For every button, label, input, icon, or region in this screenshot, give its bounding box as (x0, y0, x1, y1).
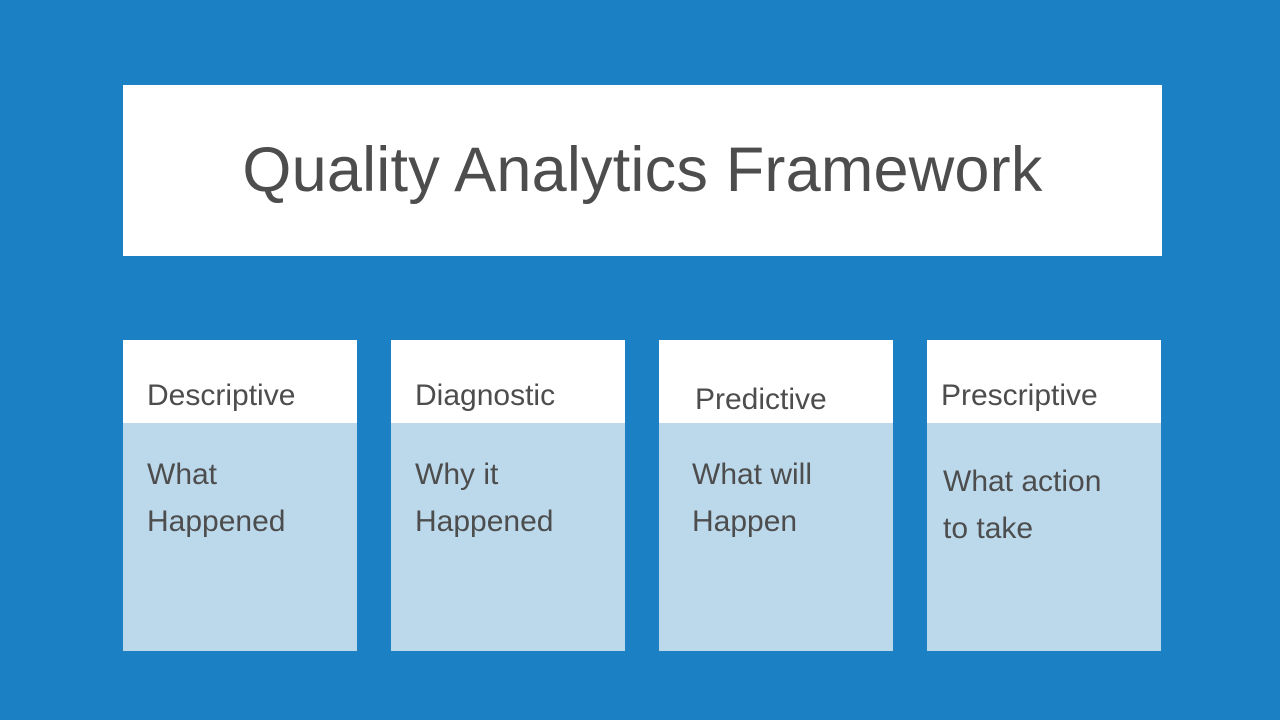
card-description-line-2: Happened (147, 505, 286, 538)
card-title-descriptive: Descriptive (147, 379, 296, 412)
card-header-descriptive: Descriptive (123, 340, 357, 423)
card-title-predictive: Predictive (695, 383, 827, 416)
title-banner: Quality Analytics Framework (123, 85, 1162, 256)
card-description-line-1: Why it (415, 458, 499, 491)
card-header-diagnostic: Diagnostic (391, 340, 625, 423)
card-header-predictive: Predictive (659, 340, 893, 423)
card-description-line-1: What action (943, 465, 1102, 498)
card-body-descriptive: What Happened (123, 423, 357, 651)
analytics-card-row: Descriptive What Happened Diagnostic Why… (123, 340, 1162, 651)
card-header-prescriptive: Prescriptive (927, 340, 1161, 423)
card-description-line-1: What will (692, 458, 813, 491)
card-description-diagnostic: Why it Happened (415, 451, 553, 545)
card-description-line-1: What (147, 458, 218, 491)
card-description-line-2: Happened (415, 505, 554, 538)
card-title-prescriptive: Prescriptive (941, 379, 1098, 412)
card-title-diagnostic: Diagnostic (415, 379, 556, 412)
card-predictive[interactable]: Predictive What will Happen (659, 340, 893, 651)
card-prescriptive[interactable]: Prescriptive What action to take (927, 340, 1161, 651)
card-diagnostic[interactable]: Diagnostic Why it Happened (391, 340, 625, 651)
card-descriptive[interactable]: Descriptive What Happened (123, 340, 357, 651)
card-body-diagnostic: Why it Happened (391, 423, 625, 651)
card-description-prescriptive: What action to take (943, 458, 1101, 552)
card-description-line-2: to take (943, 512, 1034, 545)
card-description-predictive: What will Happen (692, 451, 812, 545)
card-description-line-2: Happen (692, 505, 798, 538)
page-title: Quality Analytics Framework (242, 135, 1043, 205)
card-body-predictive: What will Happen (659, 423, 893, 651)
card-description-descriptive: What Happened (147, 451, 285, 545)
card-body-prescriptive: What action to take (927, 423, 1161, 651)
